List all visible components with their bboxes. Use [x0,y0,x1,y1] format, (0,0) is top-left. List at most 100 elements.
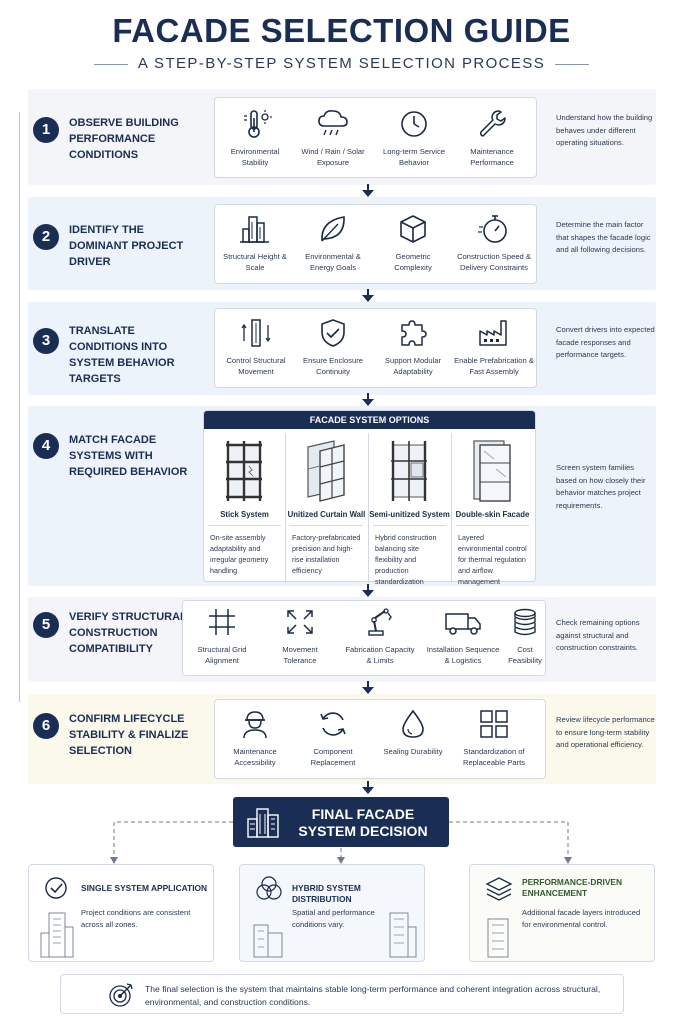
unitized-panel-icon [307,440,345,502]
drop-icon [402,709,424,738]
outcome-single-system: SINGLE SYSTEM APPLICATION Project condit… [28,864,214,962]
expand-arrows-icon [287,610,313,634]
step-5-description: Check remaining options against structur… [556,618,640,652]
modules-icon [480,710,508,738]
puzzle-icon [401,320,427,346]
step-5-item-3-label: Fabrication Capacity & Limits [345,645,415,665]
option-description: Factory-prefabricated precision and high… [292,533,361,575]
step-3-card [214,308,537,388]
step-3-description: Convert drivers into expected facade res… [556,325,655,359]
skyscraper-icon [240,216,269,243]
step-2-item-1-label: Structural Height & Scale [223,252,287,272]
step-1-number: 1 [33,117,59,143]
buildings-icon [247,808,279,838]
step-1-item-2-label: Wind / Rain / Solar Exposure [301,147,365,167]
step-6-number: 6 [33,713,59,739]
step-5-title: VERIFY STRUCTURAL & CONSTRUCTION COMPATI… [69,611,198,655]
step-3-item-1: Control Structural Movement [220,317,292,377]
step-5-card [182,600,546,676]
option-divider [290,525,363,526]
arrow-down-icon [362,393,374,406]
step-1-description: Understand how the building behaves unde… [556,113,653,147]
step-3-title: TRANSLATE CONDITIONS INTO SYSTEM BEHAVIO… [69,325,175,385]
grid-icon [209,609,235,635]
target-icon [109,983,133,1007]
step-1-item-1: Environmental Stability [222,108,288,168]
subtitle-rule-left [93,63,128,65]
truck-icon [445,613,481,635]
outcome-description: Spatial and performance conditions vary. [292,908,375,929]
option-name: Stick System [220,510,269,519]
step-6-title: CONFIRM LIFECYCLE STABILITY & FINALIZE S… [69,713,189,757]
double-skin-icon [473,440,511,502]
option-name: Unitized Curtain Wall [287,510,366,519]
step-1-card [214,97,537,178]
stopwatch-icon [478,215,507,243]
option-description: On-site assembly adaptability and irregu… [210,533,269,575]
step-2-item-1: Structural Height & Scale [220,213,290,273]
step-6-item-2-label: Component Replacement [310,747,356,767]
building-illustration-icon [389,912,417,958]
cloud-rain-icon [318,110,348,136]
arrow-down-icon [362,781,374,794]
step-3-item-3-label: Support Modular Adaptability [384,356,442,376]
step-6-item-1: Maintenance Accessibility [222,708,288,768]
step-1-title: OBSERVE BUILDING PERFORMANCE CONDITIONS [69,117,179,161]
robot-arm-icon [368,608,392,636]
leaf-icon [321,216,345,242]
outcome-title: PERFORMANCE-DRIVEN ENHANCEMENT [522,877,623,898]
final-decision-title: FINAL FACADE SYSTEM DECISION [298,806,428,839]
building-illustration-icon [253,924,283,958]
outcome-title: SINGLE SYSTEM APPLICATION [81,883,208,893]
summary-text: The final selection is the system that m… [145,984,601,1007]
option-divider [456,525,529,526]
outcome-performance-enhancement: PERFORMANCE-DRIVEN ENHANCEMENT Additiona… [469,864,655,962]
step-5-item-5: Cost Feasibility [505,606,545,666]
page-title: FACADE SELECTION GUIDE [112,12,571,49]
step-2-description: Determine the main factor that shapes th… [556,220,651,254]
option-separator [368,433,369,583]
arrow-down-icon [362,681,374,694]
step-3-item-4: Enable Prefabrication & Fast Assembly [454,317,534,377]
cube-icon [400,215,426,243]
arrow-down-icon [362,289,374,302]
coins-icon [514,608,536,636]
check-circle-icon [45,877,67,899]
subtitle-rule-right [555,63,590,65]
thermometer-sun-icon [244,110,272,138]
step-5-item-1-label: Structural Grid Alignment [197,645,247,665]
step-3-item-2-label: Ensure Enclosure Continuity [303,356,363,376]
step-5-item-2: Movement Tolerance [267,606,333,666]
step-1-item-3: Long-term Service Behavior [380,108,448,168]
step-3-item-2: Ensure Enclosure Continuity [299,317,367,377]
tower-arrows-icon [241,319,271,347]
building-illustration-icon [487,918,509,958]
step-3-number: 3 [33,328,59,354]
page-subtitle: A STEP-BY-STEP SYSTEM SELECTION PROCESS [0,55,683,72]
step-2-number: 2 [33,224,59,250]
step-5-item-5-label: Cost Feasibility [508,645,542,665]
step-2-item-2: Environmental & Energy Goals [299,213,367,273]
step-3-item-3: Support Modular Adaptability [379,317,447,377]
step-4-description: Screen system families based on how clos… [556,463,646,510]
shield-check-icon [321,319,345,347]
wrench-icon [480,110,506,137]
step-6-item-3: Sealing Durability [380,708,446,757]
option-double-skin-facade: Double-skin Facade Layered environmental… [452,433,533,587]
step-5-item-4: Installation Sequence & Logistics [424,606,502,666]
step-1-item-2: Wind / Rain / Solar Exposure [300,108,366,168]
step-6-item-4: Standardization of Replaceable Parts [454,708,534,768]
outcome-title: HYBRID SYSTEM DISTRIBUTION [292,883,361,904]
option-separator [285,433,286,583]
step-6-item-4-label: Standardization of Replaceable Parts [462,747,526,767]
timeline-line [19,112,20,702]
step-6-item-1-label: Maintenance Accessibility [233,747,277,767]
option-description: Layered environmental control for therma… [458,533,527,586]
factory-icon [479,320,507,346]
step-3-item-1-label: Control Structural Movement [226,356,286,376]
step-6-item-3-label: Sealing Durability [383,747,443,756]
step-1-item-4-label: Maintenance Performance [470,147,514,167]
stick-system-icon [226,441,262,501]
building-illustration-icon [40,912,74,958]
refresh-icon [320,712,346,736]
